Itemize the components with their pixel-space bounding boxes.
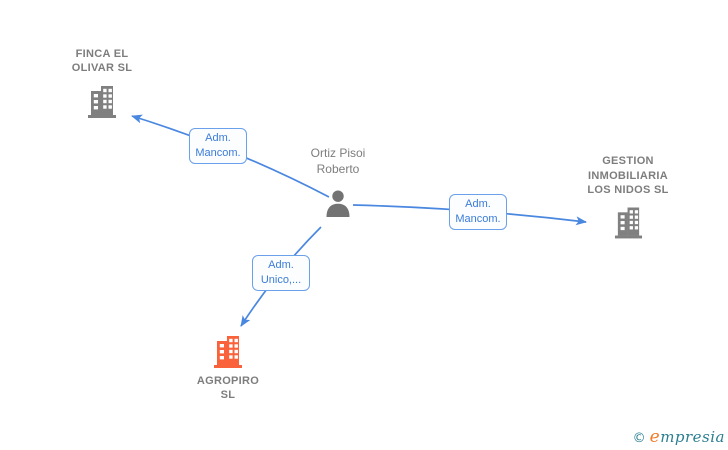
node-label: Ortiz Pisoi Roberto xyxy=(311,146,366,177)
brand-initial: e xyxy=(649,427,661,447)
node-label: GESTION INMOBILIARIA LOS NIDOS SL xyxy=(587,154,668,198)
label-line: Ortiz Pisoi xyxy=(310,146,366,160)
label-line: LOS NIDOS SL xyxy=(587,184,669,196)
brand-name: empresia xyxy=(650,427,725,447)
label-line: GESTION xyxy=(602,155,654,167)
node-agropiro-sl[interactable]: AGROPIRO SL xyxy=(178,333,278,402)
label-line: Roberto xyxy=(316,161,360,176)
edge-label-adm-mancom-gestion[interactable]: Adm. Mancom. xyxy=(449,194,507,230)
building-icon xyxy=(87,84,117,118)
edge-label-line: Mancom. xyxy=(195,147,241,159)
node-gestion-inmobiliaria-los-nidos-sl[interactable]: GESTION INMOBILIARIA LOS NIDOS SL xyxy=(573,154,683,240)
edge-label-line: Adm. xyxy=(205,132,231,144)
node-label: AGROPIRO SL xyxy=(197,374,259,402)
brand-rest: mpresia xyxy=(660,428,725,446)
node-ortiz-pisoi-roberto[interactable]: Ortiz Pisoi Roberto xyxy=(288,146,388,217)
node-finca-el-olivar-sl[interactable]: FINCA EL OLIVAR SL xyxy=(52,47,152,118)
edge-label-line: Mancom. xyxy=(455,213,501,225)
building-icon xyxy=(213,333,243,369)
building-icon xyxy=(614,204,643,240)
person-icon xyxy=(324,189,352,217)
edge-label-line: Adm. xyxy=(268,259,294,271)
edge-label-adm-unico-agropiro[interactable]: Adm. Unico,... xyxy=(252,255,310,291)
label-line: FINCA EL xyxy=(75,48,129,60)
label-line: AGROPIRO xyxy=(196,375,260,387)
label-line: SL xyxy=(220,389,236,401)
label-line: INMOBILIARIA xyxy=(588,169,668,182)
node-label: FINCA EL OLIVAR SL xyxy=(72,47,133,75)
copyright-icon: © xyxy=(632,431,646,446)
edge-label-adm-mancom-finca[interactable]: Adm. Mancom. xyxy=(189,128,247,164)
label-line: OLIVAR SL xyxy=(71,62,133,74)
edge-label-line: Unico,... xyxy=(260,274,302,286)
edge-label-line: Adm. xyxy=(465,198,491,210)
empresia-logo[interactable]: © empresia xyxy=(633,427,725,447)
